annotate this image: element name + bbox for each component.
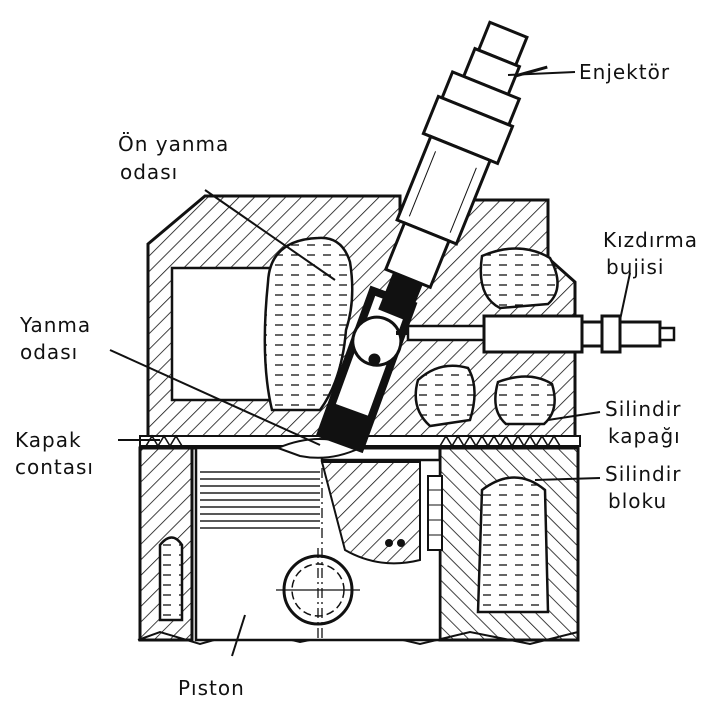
label-prechamber: Ön yanma — [118, 132, 230, 156]
head-water-jackets — [263, 236, 559, 428]
injector — [378, 20, 548, 322]
label-head-gasket: Kapak — [15, 428, 82, 452]
label-glow-plug-line2: bujisi — [606, 255, 665, 279]
label-combustion-chamber: Yanma — [20, 313, 92, 337]
label-injector: Enjektör — [579, 60, 671, 84]
label-cylinder-head: Silindir — [605, 397, 682, 421]
leader-lines — [109, 71, 631, 657]
label-cylinder-block: Silindir — [605, 462, 682, 486]
label-cylinder-block-line2: bloku — [608, 489, 668, 513]
cylinder-block — [137, 446, 580, 646]
piston — [194, 446, 443, 642]
pre-chamber — [315, 285, 418, 454]
label-cylinder-head-line2: kapağı — [608, 424, 681, 448]
label-glow-plug: Kızdırma — [603, 228, 699, 252]
label-combustion-chamber-line2: odası — [20, 340, 79, 364]
label-prechamber-line2: odası — [120, 160, 179, 184]
label-piston: Pıston — [178, 676, 245, 700]
glow-plug — [396, 314, 676, 354]
label-head-gasket-line2: contası — [15, 455, 94, 479]
